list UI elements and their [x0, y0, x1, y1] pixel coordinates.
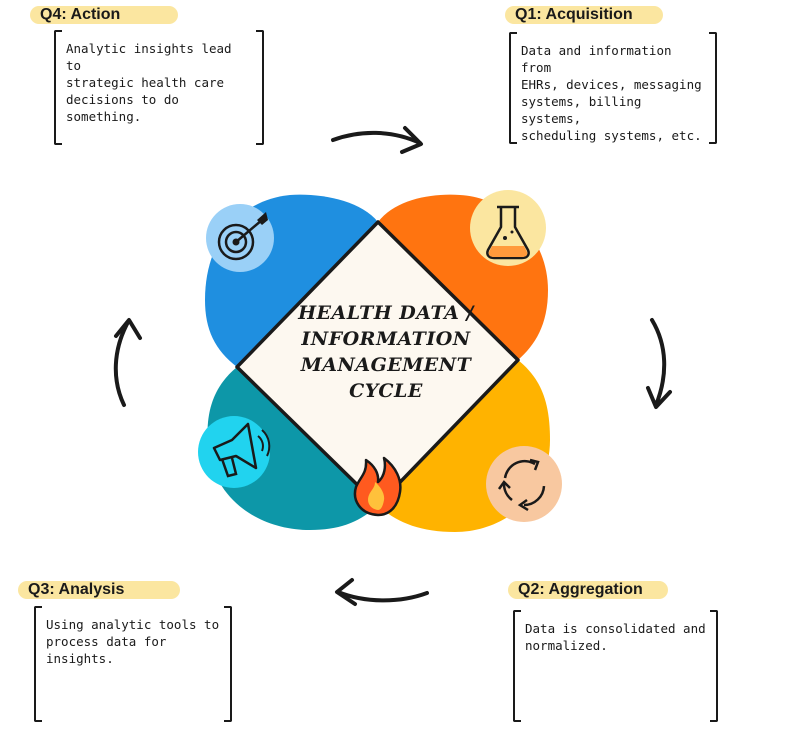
petal-q3 [207, 367, 378, 530]
flask-icon [470, 190, 546, 266]
q1-text-line: systems, billing systems, [521, 94, 642, 126]
bracket-right [709, 32, 717, 144]
q4-text-line: strategic health care [66, 75, 225, 90]
target-icon [206, 204, 274, 272]
q3-text-line: process data for [46, 634, 167, 649]
arrow-q2-to-q3 [335, 578, 429, 606]
arrow-q3-to-q4 [113, 318, 142, 407]
center-title-line: Management [300, 354, 472, 376]
q2-description-box: Data is consolidated and normalized. [513, 610, 718, 722]
bracket-right [256, 30, 264, 145]
q4-text-line: Analytic insights lead to [66, 41, 232, 73]
bracket-right [224, 606, 232, 722]
bracket-left [54, 30, 62, 145]
q4-title: Q4: Action [30, 6, 178, 24]
megaphone-icon [198, 416, 271, 488]
q3-text-line: Using analytic tools to [46, 617, 220, 632]
fire-icon [353, 456, 402, 517]
q1-text-line: EHRs, devices, messaging [521, 77, 702, 92]
q4-text-line: something. [66, 109, 142, 124]
q3-description-box: Using analytic tools to process data for… [34, 606, 232, 722]
q2-title: Q2: Aggregation [508, 581, 668, 599]
q1-text-line: Data and information from [521, 43, 672, 75]
q1-text-line: scheduling systems, etc. [521, 128, 702, 143]
bracket-left [509, 32, 517, 144]
q4-text-line: decisions to do [66, 92, 179, 107]
arrow-q4-to-q1 [331, 126, 423, 154]
q4-description-box: Analytic insights lead to strategic heal… [54, 30, 264, 145]
arrow-q1-to-q2 [646, 318, 672, 409]
q2-text-line: normalized. [525, 638, 608, 653]
center-title-line: Cycle [349, 380, 423, 402]
recycle-icon [486, 446, 562, 522]
q2-text-line: Data is consolidated and [525, 621, 706, 636]
bracket-left [513, 610, 521, 722]
center-title-line: Information [301, 328, 471, 350]
bracket-right [710, 610, 718, 722]
center-title-line: Health Data / [298, 302, 474, 324]
q3-title: Q3: Analysis [18, 581, 180, 599]
q1-description: Data and information from EHRs, devices,… [521, 42, 705, 144]
q1-description-box: Data and information from EHRs, devices,… [509, 32, 717, 144]
bracket-left [34, 606, 42, 722]
center-title: Health Data / Information Management Cyc… [276, 300, 496, 404]
q1-title: Q1: Acquisition [505, 6, 663, 24]
q3-description: Using analytic tools to process data for… [46, 616, 220, 667]
q3-text-line: insights. [46, 651, 114, 666]
q4-description: Analytic insights lead to strategic heal… [66, 40, 252, 125]
q2-description: Data is consolidated and normalized. [525, 620, 706, 654]
